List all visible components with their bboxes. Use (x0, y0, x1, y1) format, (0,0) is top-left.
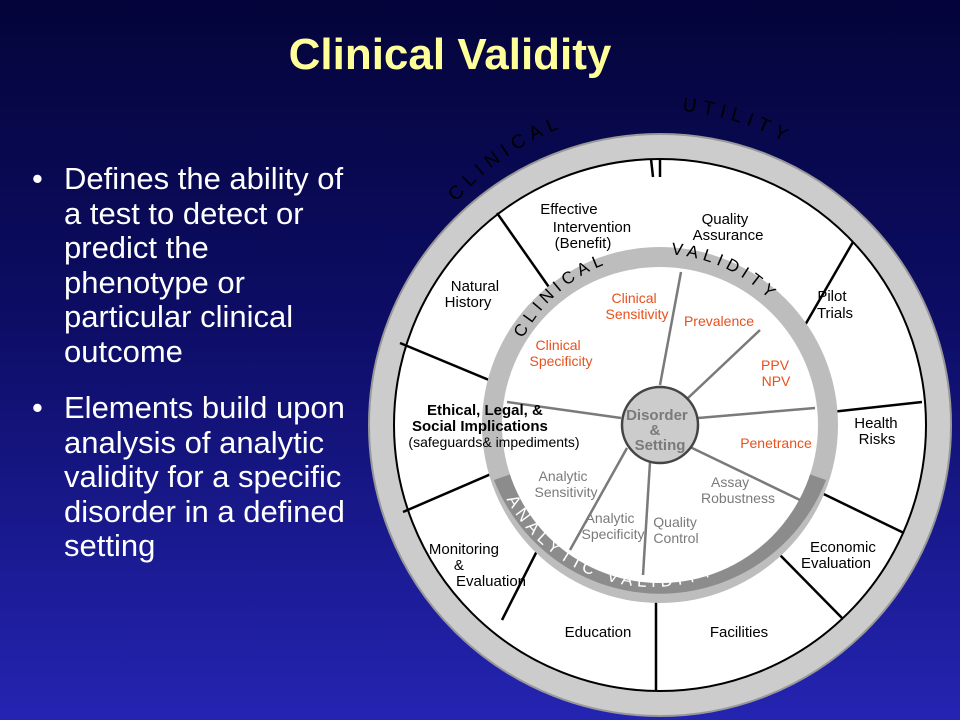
label-quality-assurance: Quality Assurance (693, 211, 764, 244)
label-clinical-sensitivity: Clinical Sensitivity (605, 290, 668, 322)
label-quality-control: Quality Control (653, 514, 700, 546)
bullet-text: Defines the ability of a test to detect … (64, 161, 344, 369)
label-monitoring-evaluation: Monitoring & Evaluation (429, 541, 526, 590)
label-economic-evaluation: Economic Evaluation (801, 539, 880, 572)
slide-title: Clinical Validity (288, 30, 612, 79)
label-prevalence: Prevalence (684, 313, 754, 329)
label-pilot-trials: Pilot Trials (817, 288, 853, 322)
analytic-validity-band (494, 474, 826, 594)
label-penetrance: Penetrance (740, 435, 812, 451)
bullet-list: • Defines the ability of a test to detec… (28, 161, 358, 586)
label-effective-intervention: Effective Intervention (Benefit) (540, 201, 635, 252)
label-natural-history: Natural History (445, 278, 504, 311)
label-analytic-specificity: Analytic Specificity (581, 510, 644, 542)
center-label: Disorder & Setting (626, 407, 692, 454)
label-health-risks: Health Risks (854, 415, 902, 448)
bullet-item: • Elements build upon analysis of analyt… (28, 390, 358, 564)
label-ethical-legal-social: Ethical, Legal, & Social Implications (s… (408, 402, 579, 450)
inner-spokes (506, 271, 816, 576)
label-analytic-sensitivity: Analytic Sensitivity (534, 468, 597, 500)
bullet-item: • Defines the ability of a test to detec… (28, 161, 358, 369)
label-ppv-npv: PPV NPV (761, 357, 793, 389)
center-disk (620, 385, 700, 465)
bullet-dot-icon: • (32, 390, 43, 425)
label-education: Education (565, 624, 632, 641)
label-assay-robustness: Assay Robustness (701, 474, 775, 506)
label-clinical-specificity: Clinical Specificity (529, 337, 592, 369)
bullet-dot-icon: • (32, 161, 43, 196)
bullet-text: Elements build upon analysis of analytic… (64, 390, 345, 563)
label-facilities: Facilities (710, 624, 768, 641)
